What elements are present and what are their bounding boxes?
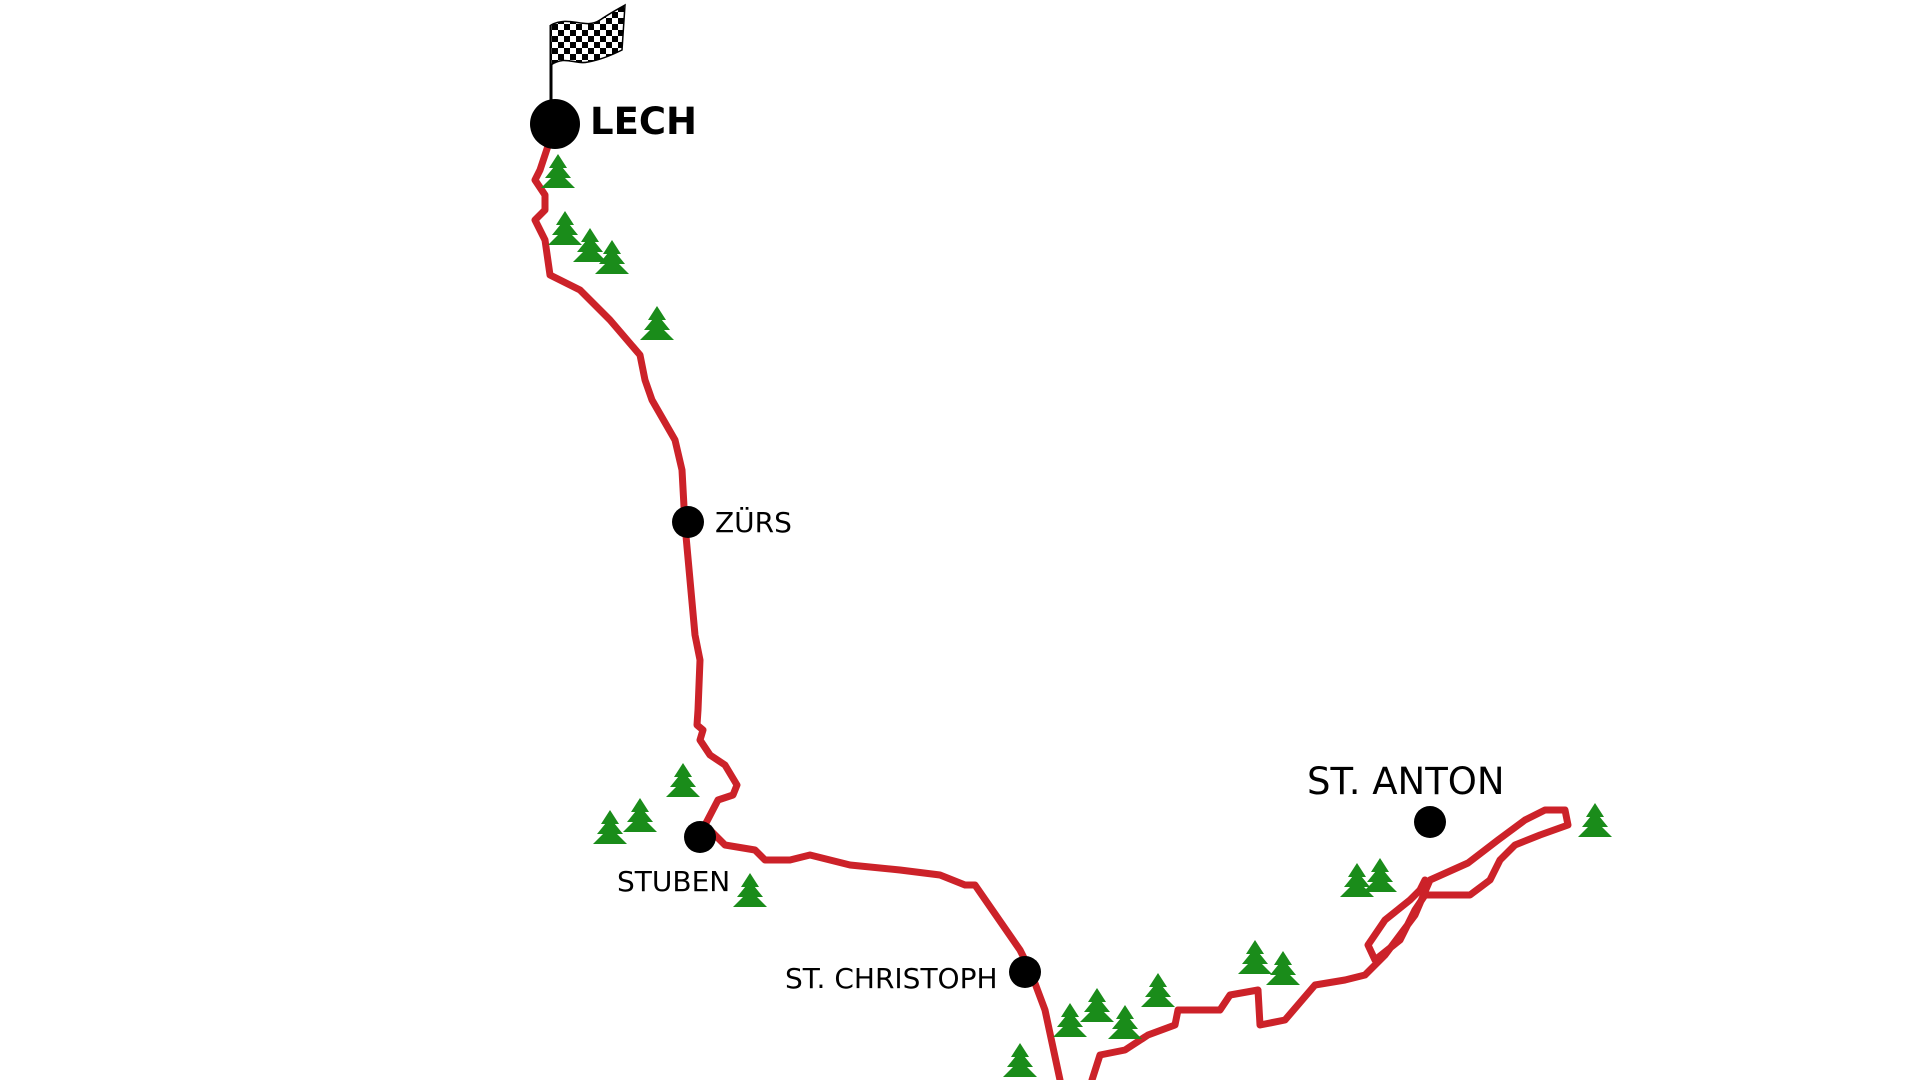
fir-tree-icon [623,798,657,832]
fir-tree-icon [1053,1003,1087,1037]
town-label-zurs: ZÜRS [715,506,792,539]
fir-tree-icon [733,873,767,907]
fir-tree-icon [666,763,700,797]
town-label-lech: LECH [590,100,697,143]
fir-tree-icon [593,810,627,844]
fir-tree-icon [1080,988,1114,1022]
fir-tree-icon [1238,940,1272,974]
tree-group [541,154,1612,1077]
town-label-st-anton: ST. ANTON [1307,760,1505,803]
fir-tree-icon [1003,1043,1037,1077]
lech-point [530,99,580,149]
st-christoph-point [1009,956,1041,988]
town-label-st-christoph: ST. CHRISTOPH [785,962,998,995]
fir-tree-icon [1578,803,1612,837]
fir-tree-icon [548,211,582,245]
fir-tree-icon [640,306,674,340]
route-line-anton [1088,806,1572,1080]
fir-tree-icon [1363,858,1397,892]
town-label-stuben: STUBEN [617,865,731,898]
fir-tree-icon [1266,951,1300,985]
checkered-flag-icon [549,3,626,100]
stuben-point [684,821,716,853]
zurs-point [672,506,704,538]
st-anton-point [1414,806,1446,838]
fir-tree-icon [1141,973,1175,1007]
route-line [531,121,1064,1080]
